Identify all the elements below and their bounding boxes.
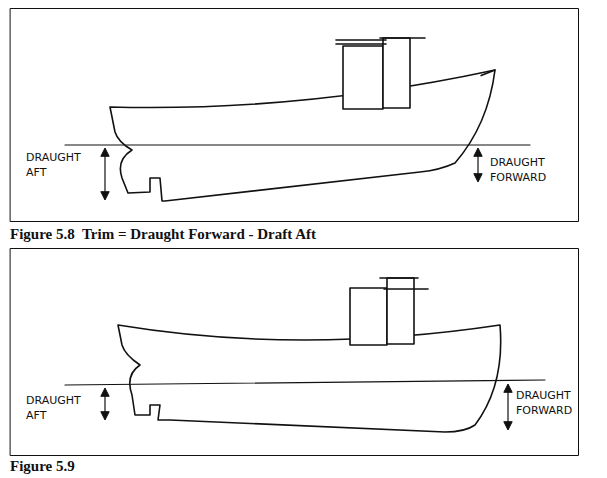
bow-line (481, 70, 495, 76)
funnel (383, 38, 410, 108)
figure-frame (11, 249, 579, 456)
draught-label: DRAUGHT FORWARD (516, 388, 578, 418)
rail (336, 39, 386, 41)
rail (380, 277, 418, 279)
rail (336, 43, 386, 45)
wheelhouse (343, 46, 383, 109)
figure-caption: Figure 5.8 Trim = Draught Forward - Draf… (10, 226, 316, 243)
hull (118, 325, 501, 432)
arrowhead (101, 388, 109, 420)
rail (384, 288, 428, 290)
draught-label: DRAUGHT FORWARD (490, 155, 570, 185)
arrowhead (101, 148, 109, 200)
figure-frame (11, 9, 579, 222)
waterline (65, 144, 530, 145)
hull (110, 70, 495, 201)
arrowhead (474, 148, 482, 182)
rail (380, 37, 425, 39)
funnel (387, 278, 414, 344)
waterline (65, 380, 545, 385)
arrowhead (504, 384, 512, 430)
draught-label: DRAUGHT AFT (26, 150, 94, 180)
draught-label: DRAUGHT AFT (26, 393, 94, 423)
wheelhouse (350, 288, 387, 345)
figure-caption: Figure 5.9 (10, 458, 75, 475)
draught-arrow (104, 150, 105, 198)
